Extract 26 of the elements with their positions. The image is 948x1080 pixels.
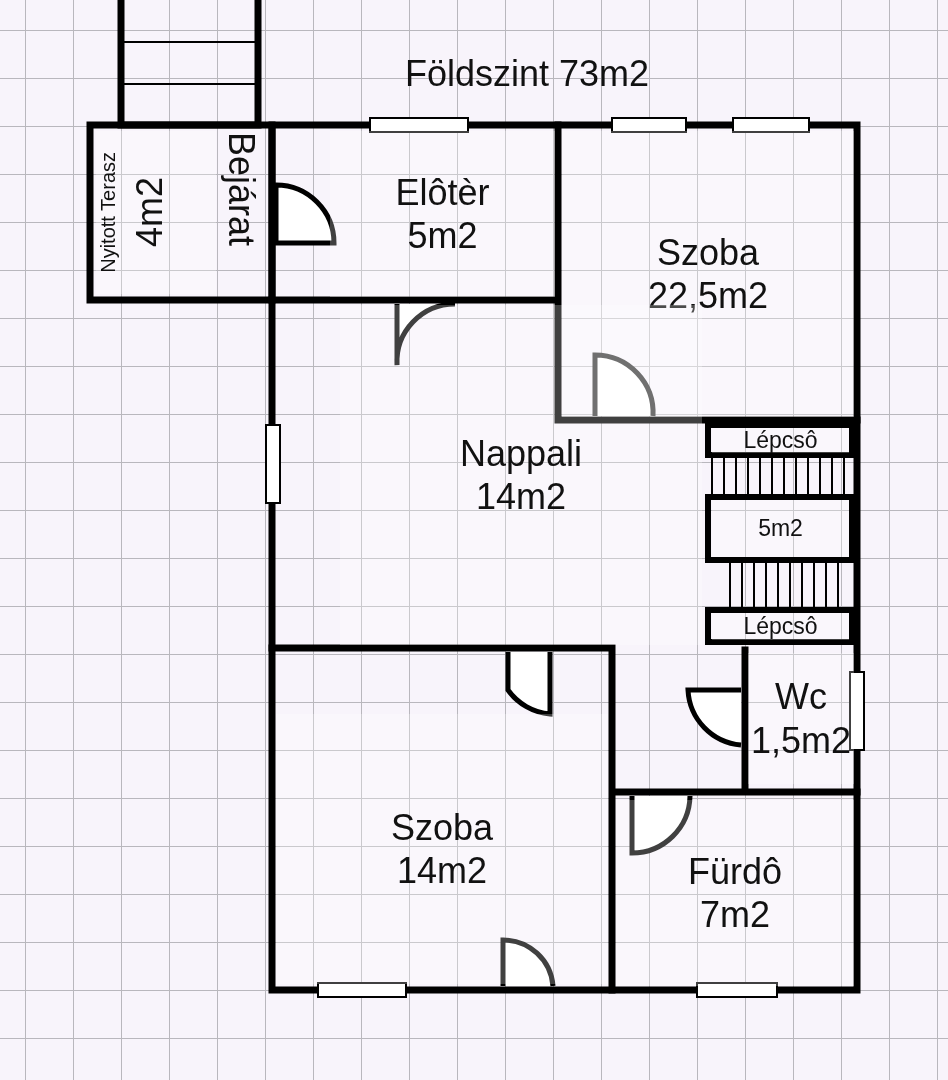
room-area: 5m2 <box>758 514 803 543</box>
room-floor <box>712 500 849 557</box>
plan-title: Földszint 73m2 <box>405 52 650 96</box>
room-area: 4m2 <box>128 177 172 248</box>
room-floor <box>562 131 854 417</box>
room-floor <box>712 428 849 453</box>
room-name: Nappali <box>459 431 583 475</box>
room-name: Nyitott Terasz <box>96 152 120 273</box>
room-area: 22,5m2 <box>647 274 769 318</box>
room-floor <box>616 800 854 986</box>
entrance-label: Bejárat <box>220 132 264 247</box>
room-name: Fürdô <box>687 849 782 893</box>
room-area: 14m2 <box>396 849 488 893</box>
room-area: 14m2 <box>475 475 567 519</box>
room-area: 7m2 <box>700 893 770 937</box>
room-name: Lépcsô <box>743 426 818 455</box>
room-floor <box>96 131 216 294</box>
room-floor <box>330 131 555 297</box>
room-name: Lépcsô <box>743 612 818 641</box>
room-name: Szoba <box>390 805 494 849</box>
room-name: Wc <box>775 675 827 719</box>
room-area: 5m2 <box>407 214 478 258</box>
room-name: Szoba <box>656 230 760 274</box>
room-floor <box>276 714 608 984</box>
room-name: Elôtèr <box>395 170 490 214</box>
room-floor <box>712 613 849 640</box>
